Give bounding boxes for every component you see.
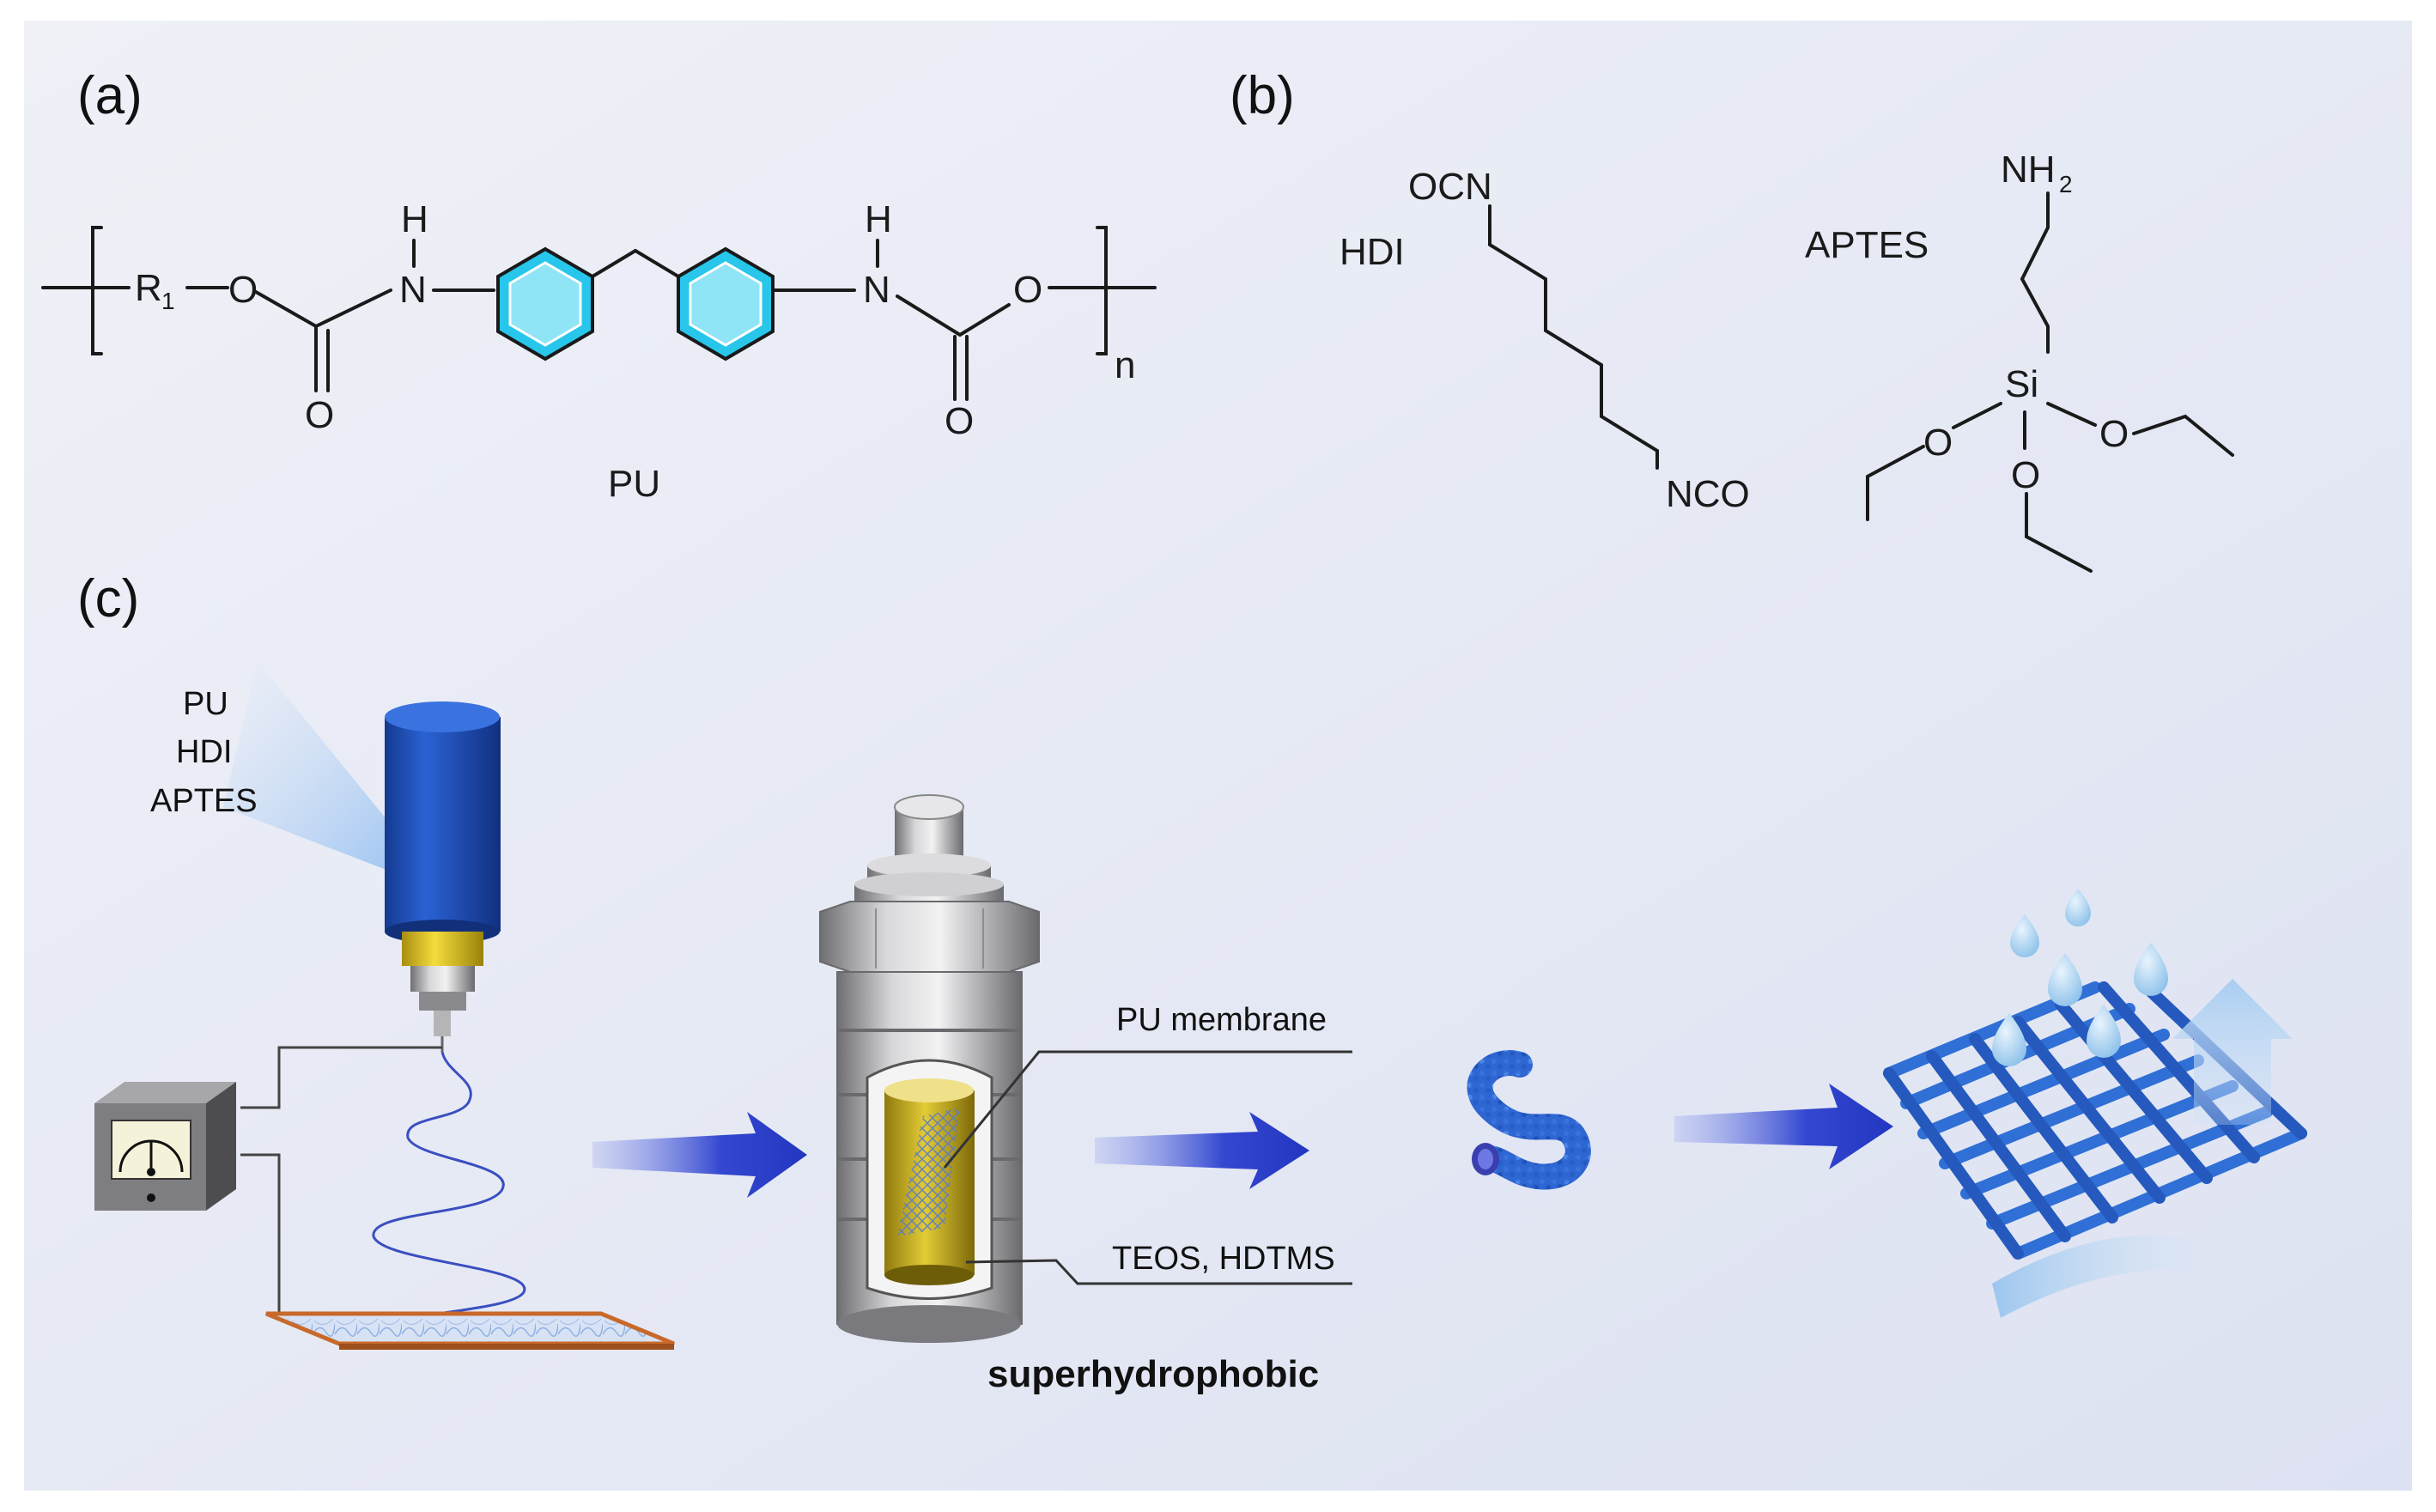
panel-label-c: (c) xyxy=(77,569,139,628)
aptes-si: Si xyxy=(2005,363,2038,405)
water-droplet-5 xyxy=(2010,914,2039,957)
pu-o-carbonyl-left: O xyxy=(305,394,334,436)
aptes-structure: APTES NH 2 Si O O O xyxy=(1805,149,2234,573)
solution-label-pu: PU xyxy=(183,686,228,722)
aptes-o-left: O xyxy=(1923,422,1953,464)
reagents-callout-line xyxy=(965,1259,1352,1285)
aptes-o-right: O xyxy=(2099,413,2129,455)
modified-fiber xyxy=(1467,1050,1591,1190)
label-teos-hdtms: TEOS, HDTMS xyxy=(1112,1241,1335,1277)
aptes-o-bottom: O xyxy=(2011,454,2040,496)
pu-r-subscript: 1 xyxy=(161,288,175,314)
pu-structure: R 1 O O H N H N O O n xyxy=(41,198,1157,442)
hdi-name: HDI xyxy=(1339,231,1405,273)
hdi-nco-group: NCO xyxy=(1666,473,1750,515)
autoclave-reactor xyxy=(819,794,1040,1343)
syringe-barrel xyxy=(385,717,501,932)
panel-label-b: (b) xyxy=(1230,66,1295,125)
pu-membrane-sample xyxy=(897,1108,960,1236)
pu-r-label: R xyxy=(135,267,162,309)
pu-h-left: H xyxy=(401,198,428,240)
wire-to-collector xyxy=(240,1153,281,1314)
water-droplet-4 xyxy=(2134,943,2168,996)
pu-o-ester-right: O xyxy=(1013,269,1042,311)
high-voltage-supply xyxy=(94,1082,236,1211)
label-pu-membrane: PU membrane xyxy=(1116,1002,1327,1038)
water-droplet-6 xyxy=(2065,889,2091,926)
label-superhydrophobic: superhydrophobic xyxy=(987,1353,1319,1395)
aptes-nh-subscript: 2 xyxy=(2059,171,2073,197)
panel-label-a: (a) xyxy=(77,66,143,125)
superhydrophobic-mesh xyxy=(1883,889,2307,1318)
membrane-callout-line xyxy=(943,1050,1352,1169)
pu-n-left: N xyxy=(399,269,427,311)
pu-h-right: H xyxy=(865,198,892,240)
collector-plate xyxy=(265,1311,675,1350)
water-droplet-2 xyxy=(2048,953,2082,1006)
wire-to-nozzle xyxy=(240,1046,442,1109)
aptes-nh: NH xyxy=(2001,149,2056,191)
solution-label-aptes: APTES xyxy=(150,783,258,819)
upward-arrow xyxy=(2172,979,2293,1125)
process-arrow-1 xyxy=(592,1112,807,1198)
process-arrow-3 xyxy=(1674,1084,1893,1169)
pu-repeat-n: n xyxy=(1115,344,1135,386)
pu-o-ester-left: O xyxy=(228,269,258,311)
electrospinning-setup xyxy=(94,661,675,1350)
solution-label-hdi: HDI xyxy=(176,734,232,770)
hdi-ocn-group: OCN xyxy=(1408,166,1492,208)
process-arrow-2 xyxy=(1095,1112,1309,1189)
airflow-swoosh xyxy=(1992,1235,2198,1318)
water-droplet-3 xyxy=(2087,1005,2121,1058)
syringe-collar xyxy=(402,932,483,966)
pu-n-right: N xyxy=(863,269,890,311)
svg-text:R: R xyxy=(135,267,162,309)
pu-o-carbonyl-right: O xyxy=(945,400,974,442)
aptes-name: APTES xyxy=(1805,224,1929,266)
hdi-structure: HDI OCN NCO xyxy=(1339,166,1750,515)
pu-caption: PU xyxy=(608,463,660,505)
water-droplet-1 xyxy=(1992,1013,2026,1066)
